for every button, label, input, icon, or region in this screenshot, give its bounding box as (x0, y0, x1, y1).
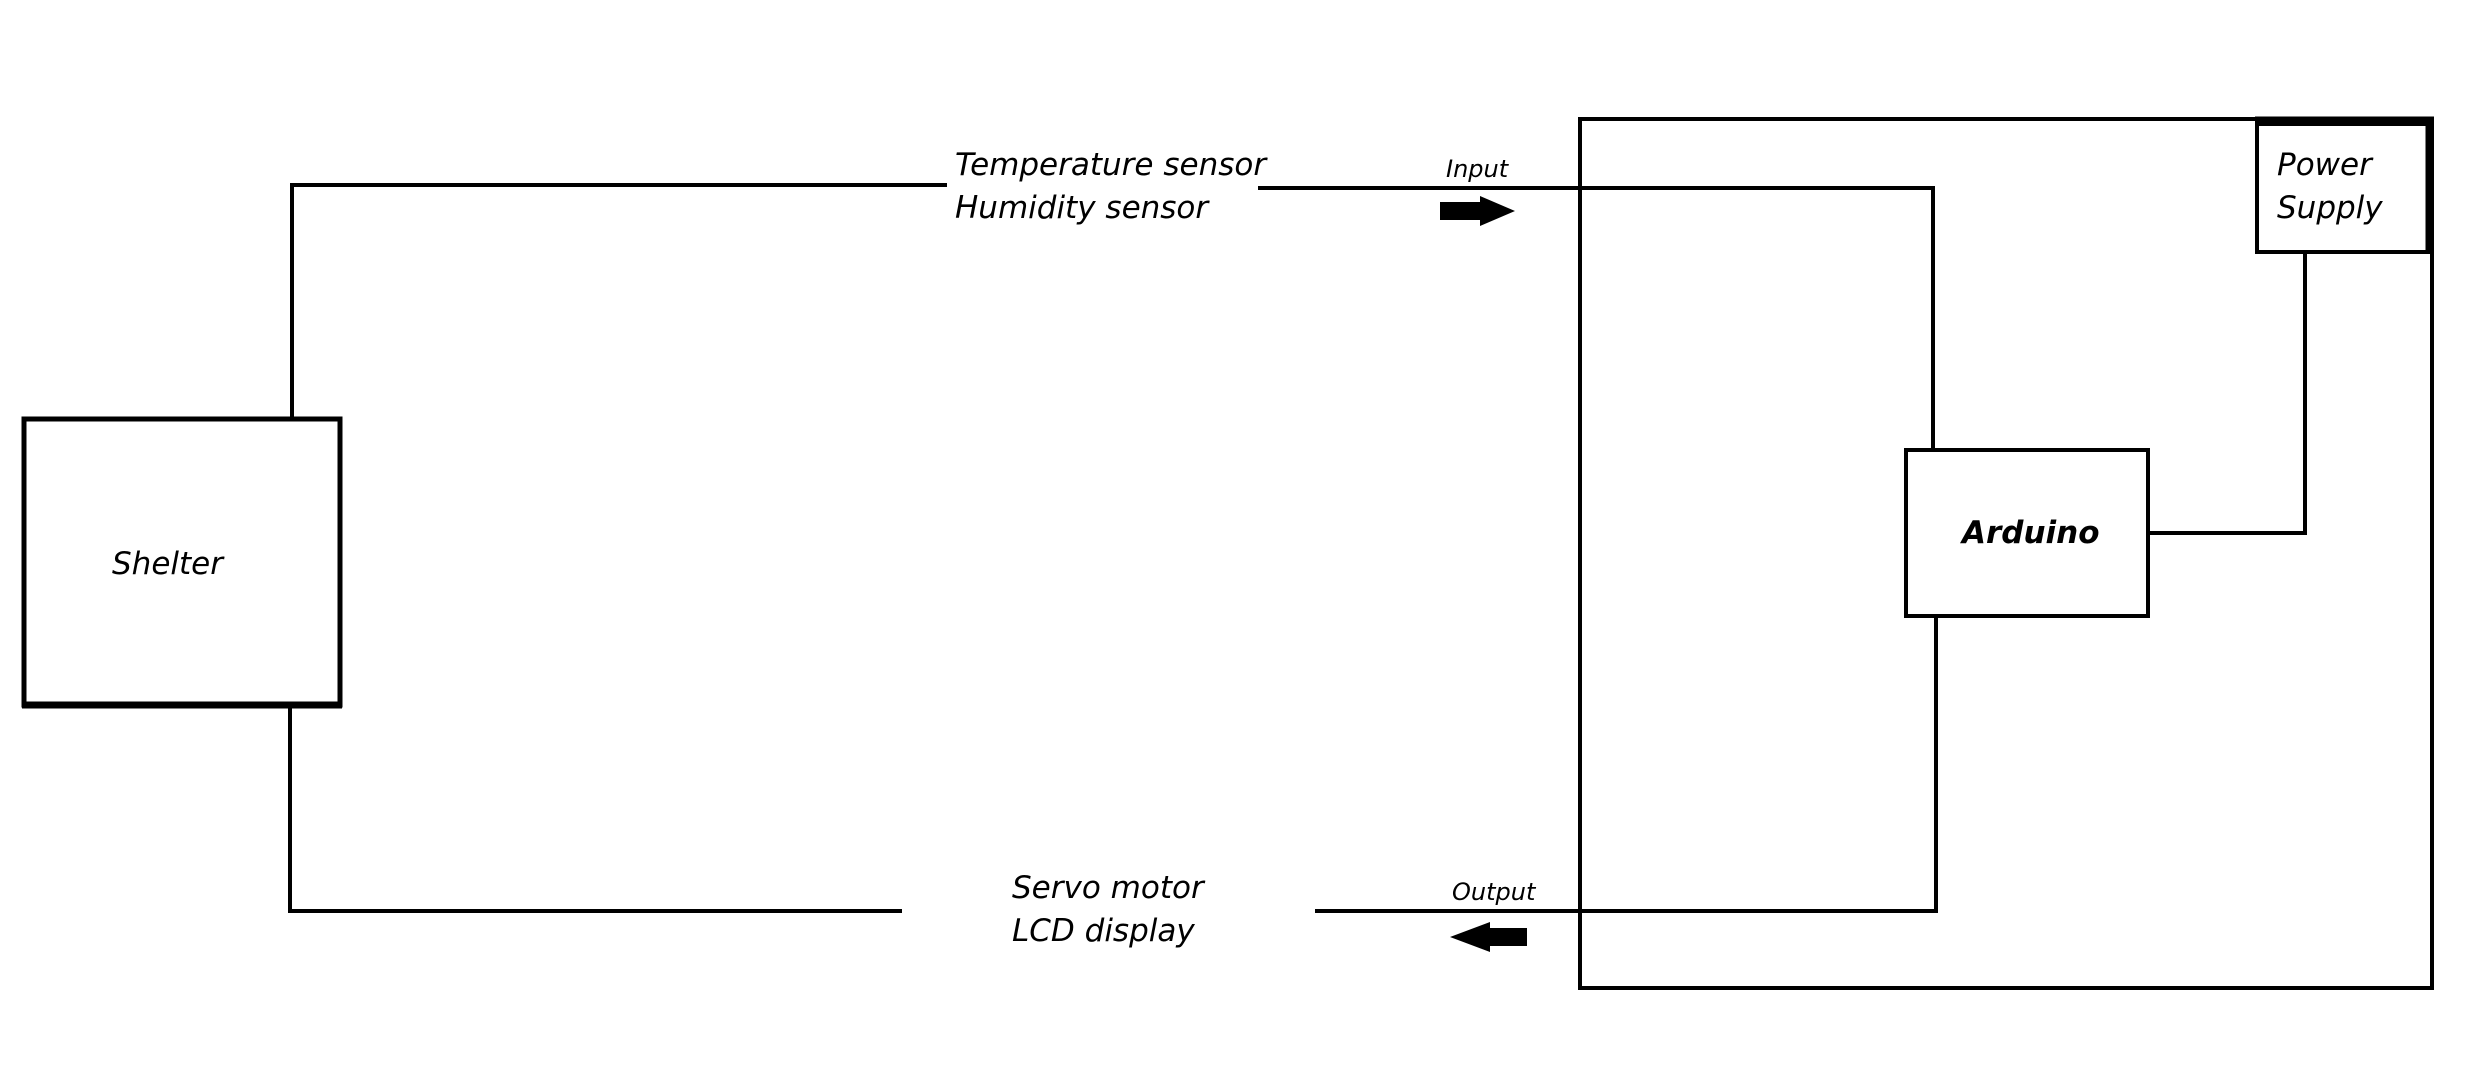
output-wire (288, 615, 1938, 913)
input-direction-label: Input (1446, 155, 1510, 183)
input-wire (290, 183, 1935, 452)
power-supply-block: Power Supply (2255, 120, 2433, 254)
humidity-sensor-label: Humidity sensor (955, 190, 1210, 226)
input-sensors-label: Temperature sensor Humidity sensor (955, 147, 1268, 226)
power-supply-label-line2: Supply (2277, 190, 2383, 226)
temperature-sensor-label: Temperature sensor (955, 147, 1268, 183)
lcd-display-label: LCD display (1012, 913, 1195, 949)
output-wire-controller-segment (1315, 615, 1938, 913)
power-supply-box (2255, 122, 2433, 254)
arduino-block: Arduino (1904, 448, 2150, 618)
output-wire-shelter-segment (288, 703, 902, 913)
enclosure-box (1578, 117, 2434, 990)
output-actuators-label: Servo motor LCD display (1012, 870, 1206, 949)
shelter-label: Shelter (112, 546, 225, 582)
power-supply-label-line1: Power (2277, 147, 2374, 183)
input-wire-controller-segment (1258, 186, 1935, 452)
arrow-right-icon (1440, 196, 1515, 226)
arduino-label: Arduino (1959, 515, 2100, 551)
input-wire-shelter-segment (290, 183, 947, 421)
output-direction-label: Output (1452, 878, 1537, 906)
shelter-block: Shelter (21, 416, 343, 709)
arrow-left-icon (1450, 922, 1527, 952)
power-wire (2146, 250, 2307, 535)
servo-motor-label: Servo motor (1012, 870, 1206, 906)
controller-enclosure (1578, 116, 2434, 990)
